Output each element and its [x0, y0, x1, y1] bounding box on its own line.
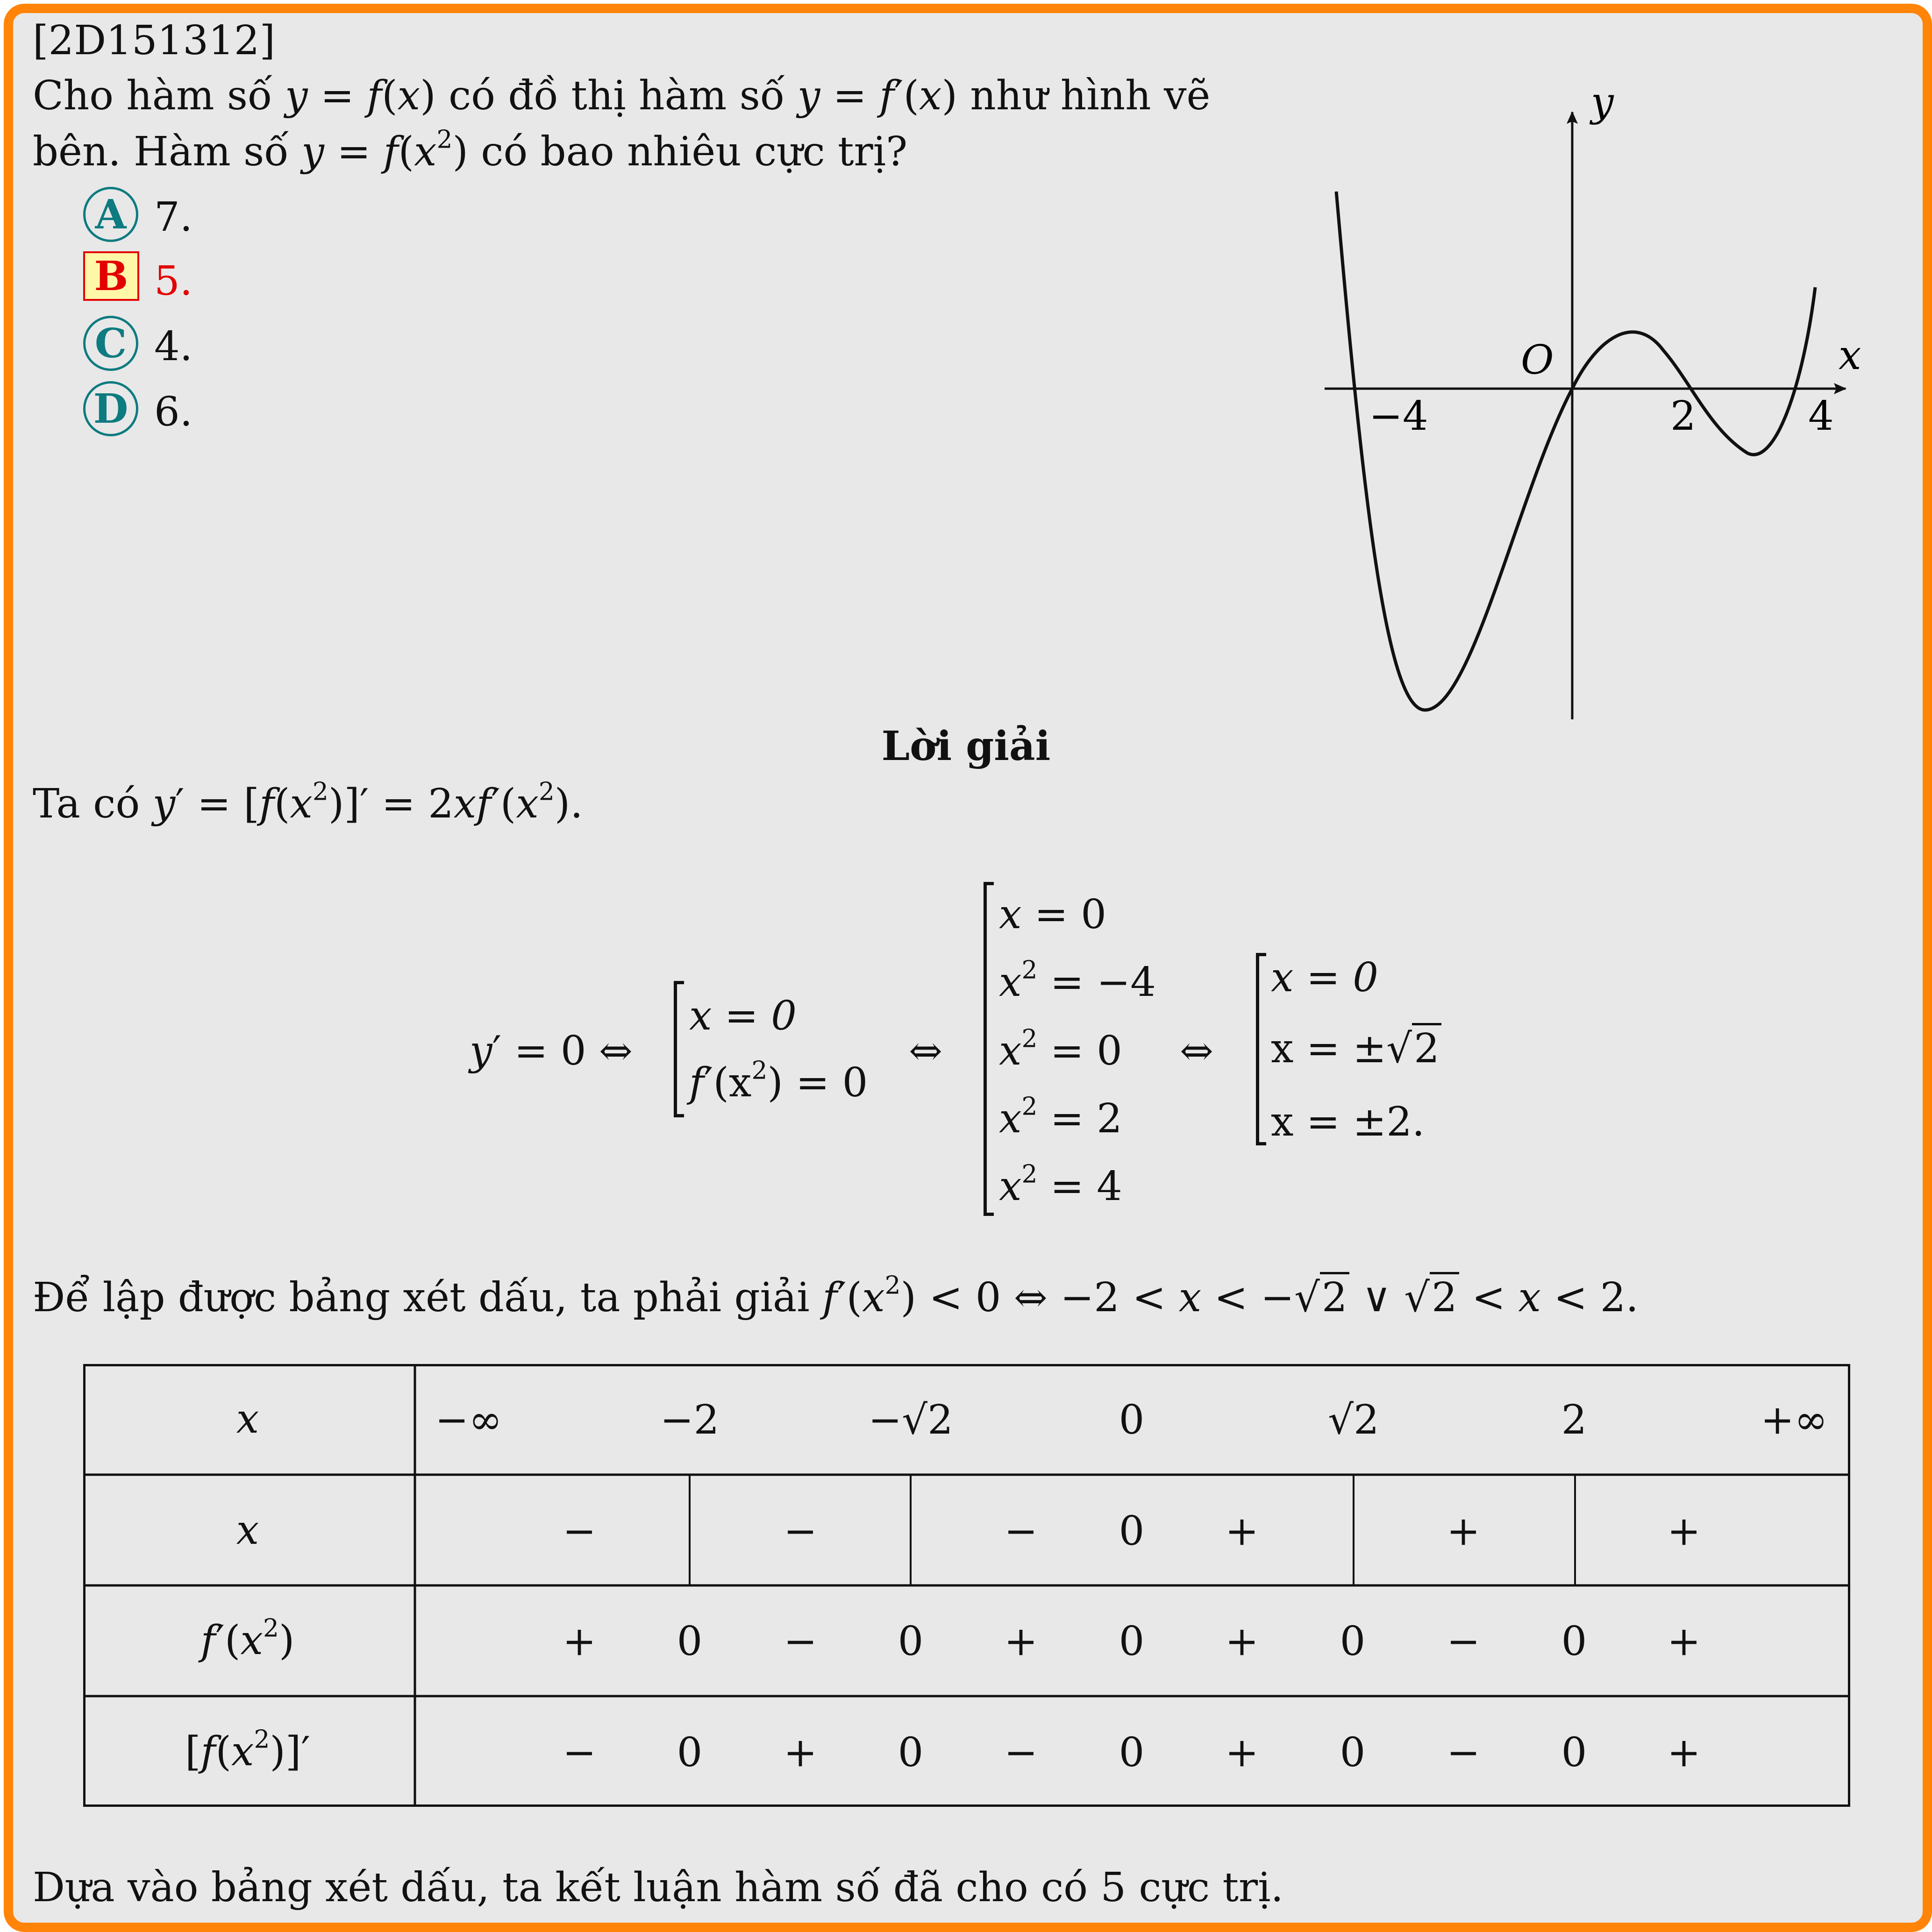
deriv-cell-3: + [783, 1729, 818, 1776]
option-c-badge[interactable]: C [83, 316, 138, 371]
derivative-graph: y x O −4 2 4 [1325, 93, 1861, 719]
x-value-minus-sqrt2: −√2 [868, 1397, 953, 1443]
fprime-cell-8: 0 [1340, 1618, 1366, 1665]
problem-code: [2D151312] [33, 17, 276, 64]
deriv-cell-5: − [1004, 1729, 1038, 1776]
x-axis-arrow [1834, 383, 1846, 394]
option-a-text[interactable]: 7. [154, 194, 193, 241]
solution-line-1: Ta có y′ = [f(x2)]′ = 2xf′(x2). [33, 777, 583, 827]
row-header-derivative: [f(x2)]′ [185, 1725, 311, 1775]
question-line-2: bên. Hàm số y = f(x2) có bao nhiêu cực t… [33, 125, 908, 175]
x-value-neg-inf: −∞ [435, 1397, 502, 1443]
fprime-cell-11: + [1667, 1618, 1701, 1665]
x-value-sqrt2: √2 [1328, 1397, 1379, 1443]
x-sign-6: + [1667, 1508, 1701, 1555]
x-value-2: 2 [1561, 1397, 1587, 1443]
problem-card [4, 4, 1932, 1932]
fprime-cell-4: 0 [898, 1618, 924, 1665]
fprime-cell-1: + [562, 1618, 597, 1665]
iff-symbol-2: ⇔ [1180, 1028, 1214, 1074]
deriv-cell-10: 0 [1561, 1729, 1587, 1776]
x-sign-2: − [783, 1508, 818, 1555]
x-sign-4: + [1225, 1508, 1259, 1555]
deriv-cell-7: + [1225, 1729, 1259, 1776]
x-axis-label: x [1839, 332, 1861, 379]
system-3-row-2: x = ±√2 [1271, 1023, 1441, 1072]
system-2-row-5: x2 = 4 [999, 1159, 1122, 1210]
solution-line-3: Để lập được bảng xét dấu, ta phải giải f… [33, 1271, 1639, 1321]
fprime-cell-7: + [1225, 1618, 1259, 1665]
row-header-x-factor: x [236, 1507, 259, 1554]
tick-label-2: 2 [1670, 393, 1696, 440]
system-2-row-2: x2 = −4 [999, 955, 1156, 1006]
option-c-text[interactable]: 4. [154, 323, 193, 370]
system-1-bracket [674, 981, 684, 1117]
equation-lhs: y′ = 0 ⇔ [470, 1028, 633, 1074]
fprime-cell-9: − [1446, 1618, 1481, 1665]
tick-label-minus4: −4 [1369, 393, 1428, 440]
option-d-text[interactable]: 6. [154, 389, 193, 435]
x-sign-zero: 0 [1119, 1508, 1145, 1555]
solution-heading: Lời giải [881, 723, 1051, 770]
iff-symbol-1: ⇔ [909, 1028, 943, 1074]
question-line-1: Cho hàm số y = f(x) có đồ thị hàm số y =… [33, 72, 1211, 119]
x-sign-3: − [1004, 1508, 1038, 1555]
x-sign-5: + [1446, 1508, 1481, 1555]
deriv-cell-4: 0 [898, 1729, 924, 1776]
x-value-minus2: −2 [660, 1397, 720, 1443]
y-axis-label: y [1589, 93, 1614, 126]
deriv-cell-1: − [562, 1729, 597, 1776]
system-2-row-4: x2 = 2 [999, 1092, 1122, 1142]
system-1-row-2: f′(x2) = 0 [689, 1056, 868, 1106]
y-axis-arrow [1567, 111, 1578, 124]
system-2-row-1: x = 0 [999, 891, 1106, 938]
system-2-bracket [984, 882, 994, 1216]
option-b-badge[interactable]: B [83, 251, 139, 301]
option-b-text[interactable]: 5. [154, 258, 193, 305]
x-value-pos-inf: +∞ [1761, 1397, 1828, 1443]
system-3-bracket [1256, 953, 1266, 1145]
sign-table [83, 1364, 1850, 1807]
system-2-row-3: x2 = 0 [999, 1024, 1122, 1074]
fprime-cell-5: + [1004, 1618, 1038, 1665]
deriv-cell-9: − [1446, 1729, 1481, 1776]
deriv-cell-11: + [1667, 1729, 1701, 1776]
fprime-cell-3: − [783, 1618, 818, 1665]
origin-label: O [1521, 337, 1554, 384]
row-header-fprime: f′(x2) [200, 1613, 295, 1664]
derivative-curve [1334, 191, 1817, 712]
deriv-cell-8: 0 [1340, 1729, 1366, 1776]
option-d-badge[interactable]: D [83, 381, 138, 436]
option-a-badge[interactable]: A [83, 187, 138, 242]
system-3-row-1: x = 0 [1271, 954, 1378, 1001]
x-sign-1: − [562, 1508, 597, 1555]
deriv-cell-2: 0 [677, 1729, 703, 1776]
fprime-cell-2: 0 [677, 1618, 703, 1665]
deriv-cell-6: 0 [1119, 1729, 1145, 1776]
x-value-0: 0 [1119, 1397, 1145, 1443]
fprime-cell-6: 0 [1119, 1618, 1145, 1665]
solution-conclusion: Dựa vào bảng xét dấu, ta kết luận hàm số… [33, 1864, 1283, 1911]
system-1-row-1: x = 0 [689, 993, 797, 1039]
row-header-x: x [236, 1396, 259, 1442]
system-3-row-3: x = ±2. [1271, 1099, 1425, 1145]
tick-label-4: 4 [1808, 393, 1834, 440]
fprime-cell-10: 0 [1561, 1618, 1587, 1665]
